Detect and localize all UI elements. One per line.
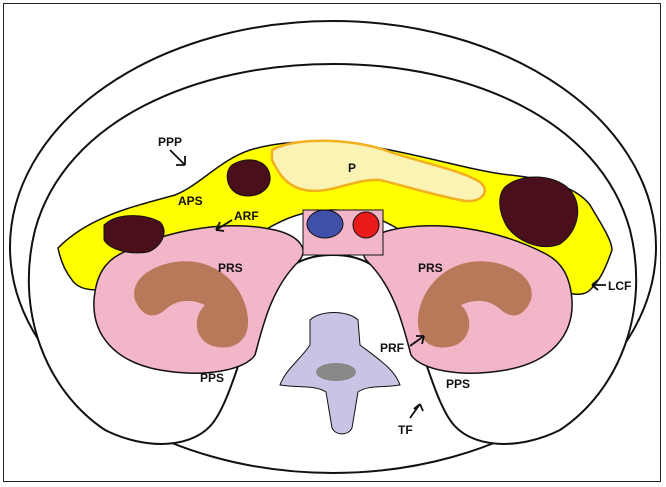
label-lcf: LCF [608, 279, 631, 293]
label-ppp: PPP [158, 135, 182, 149]
label-tf: TF [398, 423, 413, 437]
aorta [353, 212, 379, 238]
inferior-vena-cava [307, 210, 343, 238]
descending-colon-left [104, 216, 164, 253]
label-prs-right: PRS [418, 261, 443, 275]
duodenum [227, 160, 270, 196]
label-aps: APS [178, 194, 203, 208]
label-arf: ARF [234, 209, 259, 223]
label-pancreas: P [348, 161, 356, 175]
label-pps-left: PPS [200, 371, 224, 385]
vertebral-canal [316, 363, 356, 381]
label-pps-right: PPS [446, 377, 470, 391]
label-prs-left: PRS [218, 261, 243, 275]
label-prf: PRF [380, 341, 404, 355]
